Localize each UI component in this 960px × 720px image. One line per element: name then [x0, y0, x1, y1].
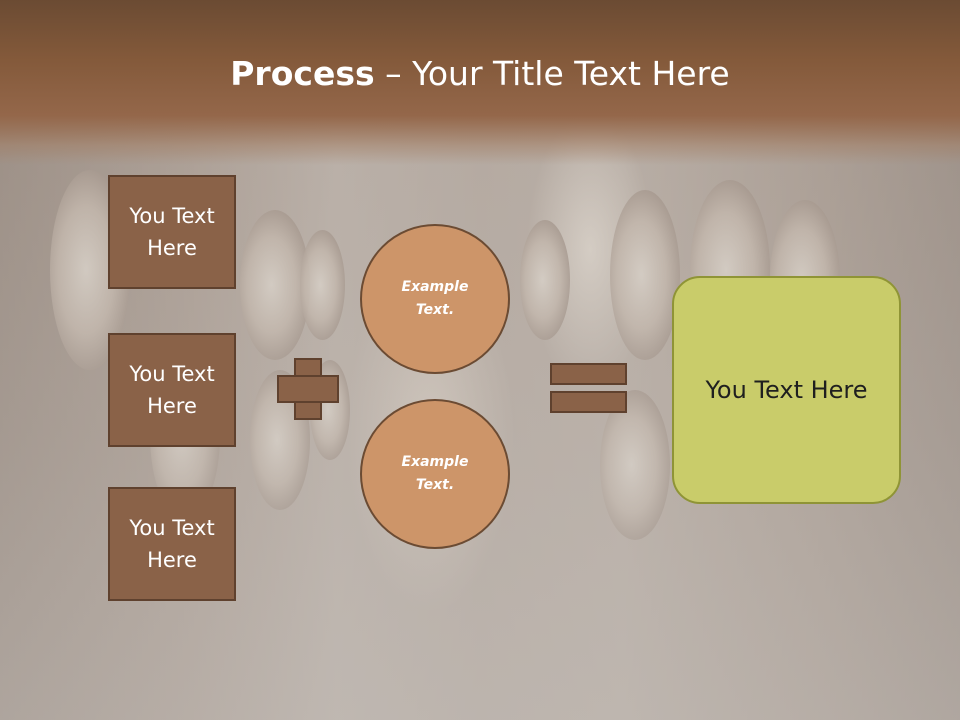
- example-circle-1[interactable]: Example Text.: [360, 224, 510, 374]
- equals-sign-top-bar: [550, 363, 627, 385]
- example-circle-2-label: Example Text.: [401, 454, 469, 493]
- result-box[interactable]: You Text Here: [672, 276, 901, 504]
- text-box-3-label: You Text Here: [129, 516, 215, 572]
- text-box-1[interactable]: You Text Here: [108, 175, 236, 289]
- plus-sign-center: [296, 377, 320, 401]
- equals-sign-bottom-bar: [550, 391, 627, 413]
- text-box-2[interactable]: You Text Here: [108, 333, 236, 447]
- text-box-3[interactable]: You Text Here: [108, 487, 236, 601]
- slide-title[interactable]: Process – Your Title Text Here: [0, 50, 960, 98]
- text-box-1-label: You Text Here: [129, 204, 215, 260]
- title-rest-part: – Your Title Text Here: [374, 54, 730, 93]
- title-bold-part: Process: [230, 54, 375, 93]
- header-band: [0, 0, 960, 165]
- result-box-label: You Text Here: [705, 376, 868, 404]
- example-circle-1-label: Example Text.: [401, 279, 469, 318]
- example-circle-2[interactable]: Example Text.: [360, 399, 510, 549]
- text-box-2-label: You Text Here: [129, 362, 215, 418]
